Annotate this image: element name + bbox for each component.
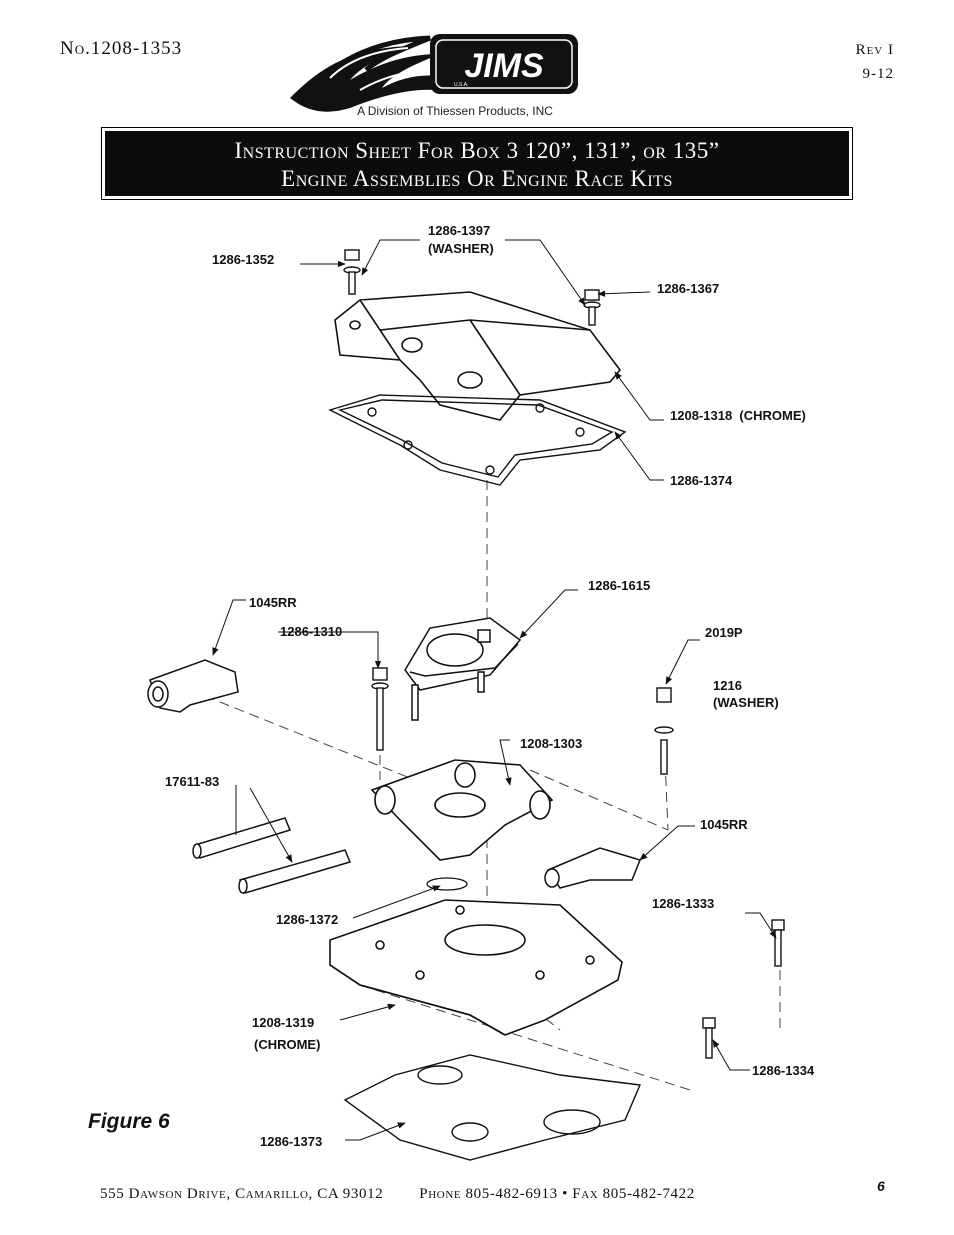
label-washer-a: (WASHER) — [428, 241, 494, 256]
label-1286-1334: 1286-1334 — [752, 1063, 815, 1078]
label-1286-1352: 1286-1352 — [212, 252, 274, 267]
rocker-arm-left — [147, 659, 239, 713]
rocker-cover-gasket — [328, 394, 627, 486]
revision-date: 9-12 — [862, 66, 894, 82]
label-1286-1333: 1286-1333 — [652, 896, 714, 911]
breather-assembly — [404, 617, 522, 721]
label-1286-1310: 1286-1310 — [280, 624, 342, 639]
rocker-arm-right — [544, 847, 642, 889]
label-1286-1367: 1286-1367 — [657, 281, 719, 296]
bolt-1286-1310 — [371, 667, 389, 751]
division-text: A Division of Thiessen Products, INC — [357, 104, 553, 118]
title-line-2: Engine Assemblies Or Engine Race Kits — [281, 166, 673, 191]
revision: Rev I — [855, 42, 894, 58]
title-frame: Instruction Sheet For Box 3 120”, 131”, … — [101, 127, 853, 200]
label-1208-1303: 1208-1303 — [520, 736, 582, 751]
bolt-1286-1333 — [771, 919, 785, 967]
rocker-box-base-gasket — [343, 1054, 642, 1161]
document-number: No.1208-1353 — [60, 38, 183, 59]
label-2019p: 2019P — [705, 625, 743, 640]
figure-caption: Figure 6 — [88, 1110, 170, 1133]
label-1208-1319: 1208-1319 — [252, 1015, 314, 1030]
label-1286-1374: 1286-1374 — [670, 473, 733, 488]
label-17611-83: 17611-83 — [165, 774, 219, 789]
jims-logo: JIMS U.S.A. — [290, 34, 578, 112]
label-1286-1373: 1286-1373 — [260, 1134, 322, 1149]
rocker-shafts — [192, 817, 352, 894]
logo-sub-text: U.S.A. — [454, 82, 468, 88]
rocker-support — [370, 759, 554, 861]
footer-contact: 555 Dawson Drive, Camarillo, CA 93012 Pho… — [100, 1186, 731, 1203]
rocker-box-chrome — [329, 899, 623, 1036]
bolt-1286-1352 — [343, 249, 361, 295]
label-1045rr-a: 1045RR — [249, 595, 297, 610]
label-1286-1615: 1286-1615 — [588, 578, 650, 593]
logo-text: JIMS — [464, 47, 544, 85]
label-1045rr-b: 1045RR — [700, 817, 748, 832]
label-washer-b: (WASHER) — [713, 695, 779, 710]
label-1286-1372: 1286-1372 — [276, 912, 338, 927]
page-number: 6 — [877, 1178, 885, 1194]
label-chrome-b: (CHROME) — [254, 1037, 320, 1052]
label-1216: 1216 — [713, 678, 742, 693]
title-banner: Instruction Sheet For Box 3 120”, 131”, … — [105, 131, 849, 196]
footer-phone-fax: Phone 805-482-6913 • Fax 805-482-7422 — [419, 1186, 695, 1202]
bolt-1286-1334 — [702, 1017, 716, 1059]
title-line-1: Instruction Sheet For Box 3 120”, 131”, … — [234, 138, 720, 163]
label-1286-1397: 1286-1397 — [428, 223, 490, 238]
part-2019p-and-washer — [654, 687, 674, 775]
revision-info: Rev I 9-12 — [856, 38, 894, 86]
label-1208-1318: 1208-1318 (CHROME) — [670, 408, 806, 423]
rocker-cover-chrome — [334, 291, 622, 421]
footer-address: 555 Dawson Drive, Camarillo, CA 93012 — [100, 1186, 384, 1202]
bolt-1286-1367 — [583, 289, 601, 326]
